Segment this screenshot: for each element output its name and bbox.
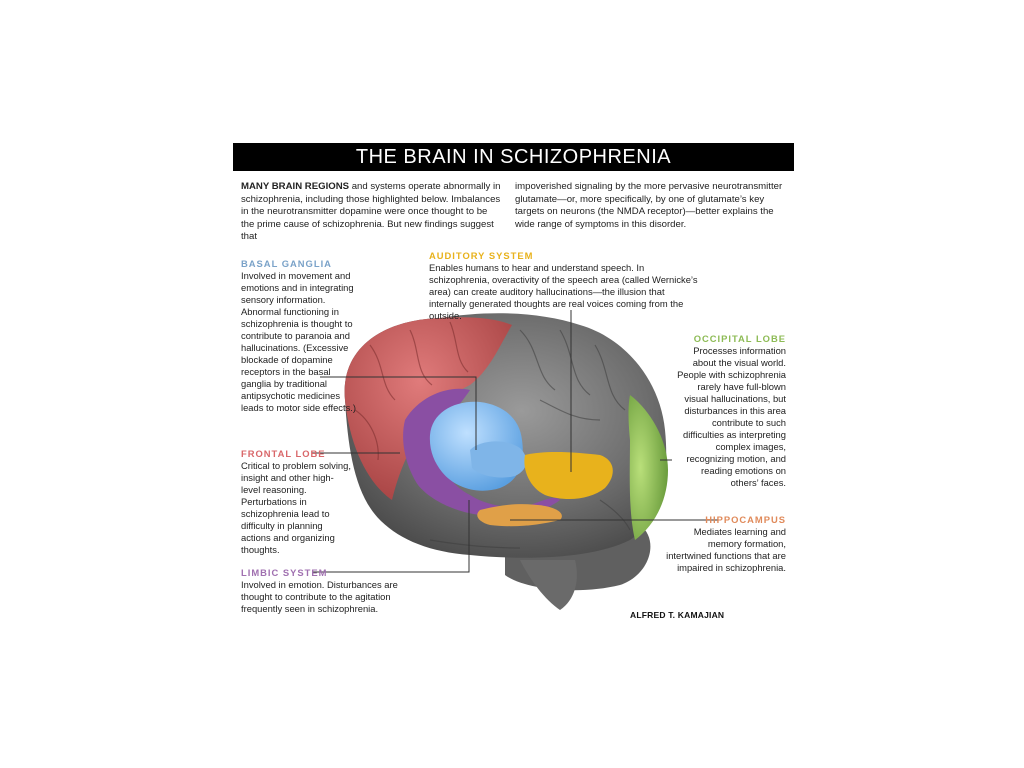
brain-stem — [520, 560, 577, 610]
auditory-system-region — [524, 451, 613, 500]
hippocampus-text: Mediates learning and memory formation, … — [666, 526, 786, 573]
leader-basal-ganglia — [320, 376, 477, 450]
auditory-system-text: Enables humans to hear and understand sp… — [429, 262, 698, 321]
thalamus — [470, 441, 527, 478]
auditory-system-heading: AUDITORY SYSTEM — [429, 250, 534, 261]
hippocampus-heading: HIPPOCAMPUS — [705, 514, 786, 525]
page-title: THE BRAIN IN SCHIZOPHRENIA — [355, 145, 672, 168]
gyri-detail — [429, 329, 631, 549]
hippocampus-region — [477, 504, 562, 527]
intro-lead: MANY BRAIN REGIONS — [241, 181, 350, 192]
intro-left: MANY BRAIN REGIONS and systems operate a… — [241, 181, 503, 244]
title-bar: THE BRAIN IN SCHIZOPHRENIA — [233, 143, 794, 171]
frontal-lobe-heading: FRONTAL LOBE — [241, 448, 326, 459]
intro-right: impoverished signaling by the more perva… — [515, 181, 783, 230]
illustrator-credit: ALFRED T. KAMAJIAN — [630, 610, 725, 620]
occipital-lobe-heading: OCCIPITAL LOBE — [693, 333, 786, 344]
limbic-system-text: Involved in emotion. Disturbances are th… — [241, 579, 398, 614]
frontal-gyri-detail — [354, 321, 469, 461]
frontal-lobe-text: Critical to problem solving, insight and… — [241, 460, 351, 555]
basal-ganglia-text: Involved in movement and emotions and in… — [241, 270, 356, 413]
limbic-system-heading: LIMBIC SYSTEM — [241, 567, 328, 578]
basal-ganglia-heading: BASAL GANGLIA — [241, 258, 332, 269]
occipital-lobe-text: Processes information about the visual w… — [677, 345, 786, 488]
leader-limbic — [313, 500, 470, 573]
intro-left-text: and systems operate abnormally in schizo… — [241, 181, 501, 243]
occipital-lobe-region — [628, 395, 668, 540]
